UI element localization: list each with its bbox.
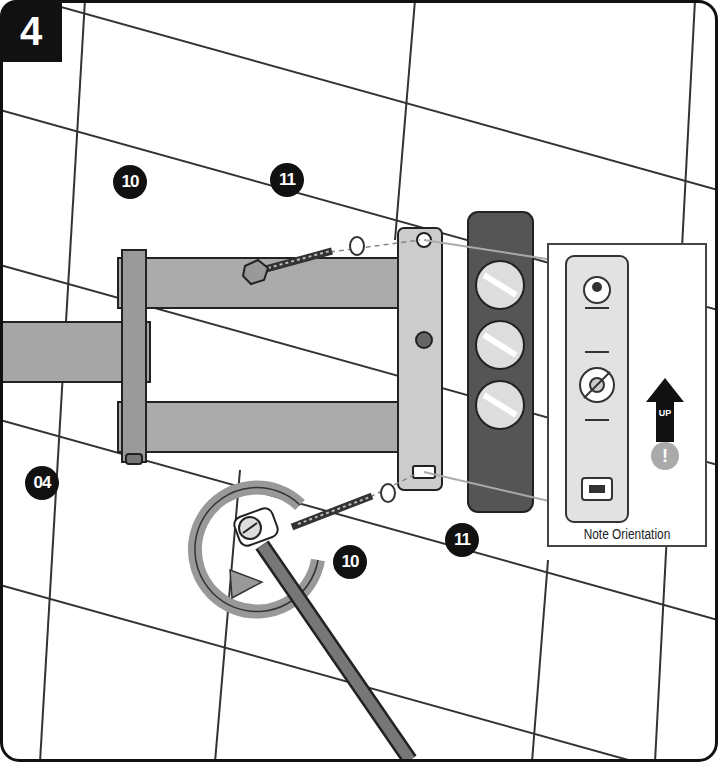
callout-text: 10 [342,552,359,572]
wall-plate [398,212,533,512]
callout-text: 04 [34,473,51,493]
callout-number: 10 [333,545,367,579]
orientation-inset: Note Orientation [548,244,706,546]
orientation-inset [424,240,706,546]
callout-number: 11 [445,523,479,557]
note-text: Note Orientation [584,526,671,542]
swing-arm [0,250,423,464]
step-number: 4 [0,0,62,62]
up-arrow-text: UP [652,406,678,420]
callout-text: 11 [279,170,295,190]
callout-number: 10 [113,165,147,199]
callout-text: 10 [122,172,139,192]
callout-text: 11 [454,530,470,550]
callout-number: 11 [270,163,304,197]
callout-number: 04 [25,466,59,500]
warning-mark: ! [651,443,679,469]
callout-text: 4 [20,9,42,54]
screwdriver-rotation [195,488,410,760]
